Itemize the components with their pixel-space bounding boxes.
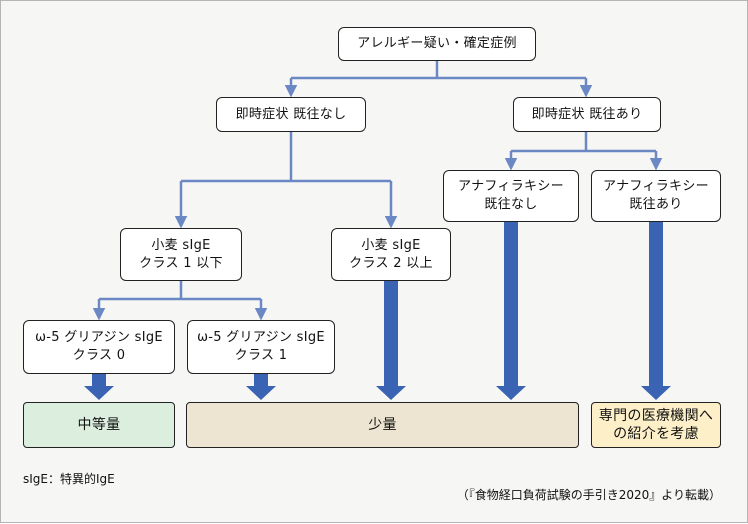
footnote-sige: sIgE：特異的IgE bbox=[23, 472, 115, 486]
node-omega5-class1-line1: ω-5 グリアジン sIgE bbox=[197, 330, 325, 345]
connector-root-split bbox=[291, 61, 586, 80]
node-anaphylaxis-none-line1: アナフィラキシー bbox=[458, 179, 564, 194]
connector-wheat-c1-split bbox=[99, 281, 261, 301]
outcome-referral-line1: 専門の医療機関へ bbox=[598, 408, 714, 424]
node-wheat-class1-line2: クラス 1 以下 bbox=[139, 255, 223, 271]
node-wheat-class1-or-less: 小麦 sIgE クラス 1 以下 bbox=[120, 228, 242, 281]
thick-arrow-ana-yes-to-referral bbox=[641, 222, 671, 400]
thick-arrow-ana-none-to-small bbox=[496, 222, 526, 400]
node-immediate-yes: 即時症状 既往あり bbox=[513, 97, 661, 132]
node-anaphylaxis-yes-line2: 既往あり bbox=[629, 197, 683, 212]
outcome-moderate-label: 中等量 bbox=[77, 417, 121, 433]
node-anaphylaxis-none-line2: 既往なし bbox=[484, 197, 538, 212]
node-immediate-yes-label: 即時症状 既往あり bbox=[531, 106, 643, 122]
thick-arrow-omega1-to-small bbox=[246, 374, 276, 400]
node-anaphylaxis-yes-line1: アナフィラキシー bbox=[603, 179, 709, 194]
node-anaphylaxis-none: アナフィラキシー 既往なし bbox=[443, 170, 579, 222]
outcome-small-amount: 少量 bbox=[186, 402, 579, 448]
connector-imm-none-split bbox=[181, 132, 391, 183]
node-omega5-class0-line1: ω-5 グリアジン sIgE bbox=[35, 330, 163, 345]
node-immediate-none: 即時症状 既往なし bbox=[216, 97, 366, 132]
thin-connectors bbox=[92, 61, 663, 321]
connector-imm-yes-split bbox=[511, 132, 656, 153]
outcome-referral: 専門の医療機関へ の紹介を考慮 bbox=[591, 402, 721, 448]
thick-arrow-omega0-to-moderate bbox=[84, 374, 114, 400]
outcome-small-label: 少量 bbox=[368, 417, 397, 433]
node-immediate-none-label: 即時症状 既往なし bbox=[235, 106, 347, 122]
node-root: アレルギー疑い・確定症例 bbox=[338, 27, 536, 61]
source-citation: （『食物経口負荷試験の手引き2020』より転載） bbox=[456, 488, 721, 502]
node-root-label: アレルギー疑い・確定症例 bbox=[357, 36, 517, 51]
node-wheat-class2-or-more: 小麦 sIgE クラス 2 以上 bbox=[331, 228, 451, 281]
outcome-referral-line2: の紹介を考慮 bbox=[613, 426, 699, 442]
node-omega5-class1: ω-5 グリアジン sIgE クラス 1 bbox=[187, 320, 335, 374]
thick-arrow-wheat-c2-to-small bbox=[376, 281, 406, 400]
outcome-moderate-amount: 中等量 bbox=[23, 402, 175, 448]
node-wheat-class1-line1: 小麦 sIgE bbox=[151, 237, 211, 253]
node-anaphylaxis-yes: アナフィラキシー 既往あり bbox=[591, 170, 721, 222]
node-omega5-class0-line2: クラス 0 bbox=[72, 348, 126, 363]
node-wheat-class2-line2: クラス 2 以上 bbox=[349, 255, 433, 271]
thick-arrows bbox=[84, 222, 671, 400]
node-wheat-class2-line1: 小麦 sIgE bbox=[361, 237, 421, 253]
node-omega5-class0: ω-5 グリアジン sIgE クラス 0 bbox=[23, 320, 175, 374]
node-omega5-class1-line2: クラス 1 bbox=[234, 348, 288, 363]
